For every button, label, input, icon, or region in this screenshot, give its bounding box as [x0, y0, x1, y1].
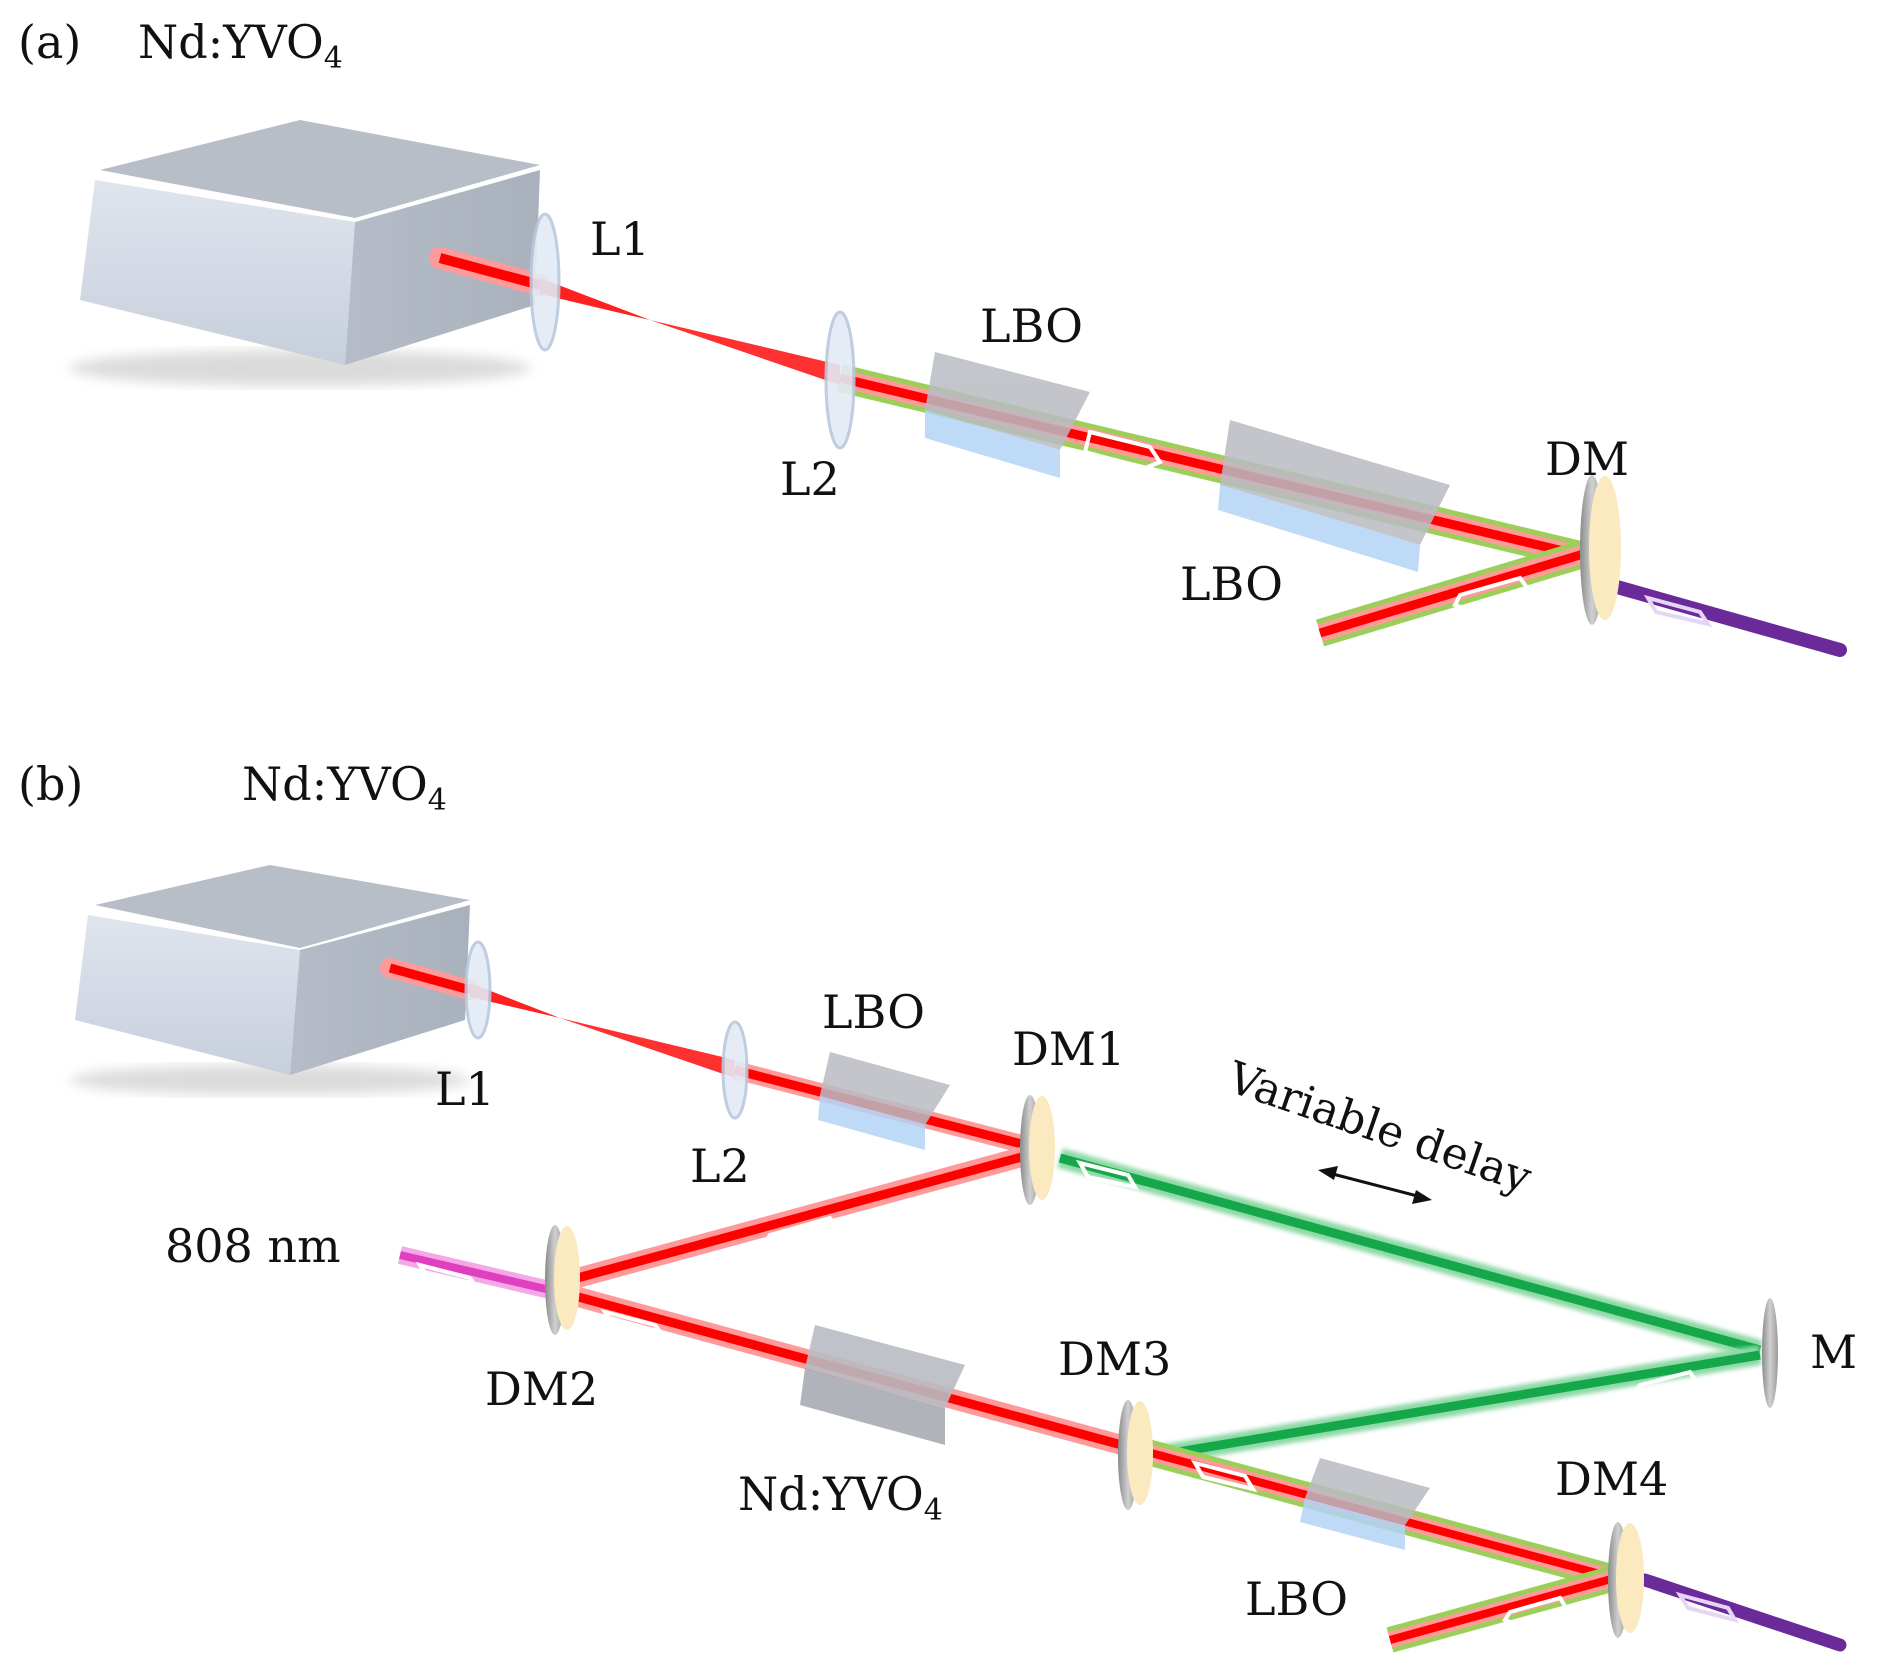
label-pump-808nm: 808 nm — [165, 1219, 341, 1273]
dichroic-mirror-dm3 — [1118, 1400, 1153, 1510]
dichroic-mirror-dm2 — [545, 1225, 580, 1335]
label-dm2: DM2 — [485, 1362, 598, 1416]
variable-delay-arrow — [1318, 1166, 1432, 1204]
arrow-pump-b — [415, 1261, 483, 1294]
label-nd-yvo4-crystal: Nd:YVO4 — [738, 1467, 943, 1528]
mirror-m — [1762, 1298, 1778, 1408]
panel-b-source-label: Nd:YVO4 — [242, 757, 447, 818]
panel-a: (a) Nd:YVO4 — [18, 15, 1847, 657]
label-dm1: DM1 — [1012, 1022, 1125, 1076]
label-lbo1-a: LBO — [980, 299, 1083, 353]
nd-yvo4-crystal-b — [800, 1325, 965, 1445]
arrow-uv-b — [1675, 1591, 1740, 1624]
label-lbo2-a: LBO — [1180, 557, 1283, 611]
arrow-green-out-b — [1075, 1159, 1140, 1190]
arrow-green-return-b — [1632, 1369, 1702, 1401]
panel-a-tag: (a) — [18, 15, 81, 69]
arrow-uv-a — [1643, 594, 1713, 628]
label-l2-b: L2 — [690, 1139, 750, 1193]
lbo-crystal-1-a — [925, 352, 1090, 478]
arrow-mixed-forward-b — [1190, 1459, 1258, 1493]
dichroic-mirror-dm1 — [1020, 1095, 1055, 1205]
laser-head-b — [70, 865, 470, 1095]
label-lbo1-b: LBO — [822, 985, 925, 1039]
arrow-red-forward-b — [600, 1308, 670, 1342]
label-dm3: DM3 — [1058, 1332, 1171, 1386]
uv-output-beam-a — [1603, 578, 1847, 657]
lens-l1-a — [529, 212, 561, 352]
label-l1-b: L1 — [435, 1062, 495, 1116]
dichroic-mirror-dm4 — [1608, 1522, 1644, 1638]
lens-l2-a — [824, 310, 856, 450]
panel-a-source-label: Nd:YVO4 — [138, 15, 343, 76]
label-lbo2-b: LBO — [1245, 1572, 1348, 1626]
label-m: M — [1810, 1325, 1857, 1379]
arrow-red-return-b — [761, 1215, 844, 1251]
lens-l2-b — [721, 1020, 749, 1120]
uv-output-beam-b — [1638, 1573, 1847, 1652]
arrow-reflect-b — [1502, 1595, 1572, 1628]
laser-head-a — [70, 120, 540, 386]
dichroic-mirror-dm-a — [1580, 475, 1621, 625]
arrow-reflect-a — [1452, 575, 1534, 613]
panel-b-tag: (b) — [18, 757, 83, 811]
panel-b: (b) Nd:YVO4 — [18, 757, 1857, 1653]
label-l1-a: L1 — [590, 212, 650, 266]
label-dm-a: DM — [1545, 432, 1629, 486]
lbo-crystal-2-b — [1300, 1458, 1430, 1550]
label-dm4: DM4 — [1555, 1452, 1668, 1506]
lens-l1-b — [464, 940, 492, 1040]
beams-a — [429, 247, 1847, 657]
lbo-crystal-1-b — [818, 1052, 950, 1150]
lbo-crystal-2-a — [1218, 420, 1450, 572]
label-l2-a: L2 — [780, 452, 840, 506]
label-variable-delay: Variable delay — [1220, 1052, 1537, 1204]
focus-cone-a — [540, 278, 650, 320]
arrow-forward-a — [1082, 429, 1164, 471]
